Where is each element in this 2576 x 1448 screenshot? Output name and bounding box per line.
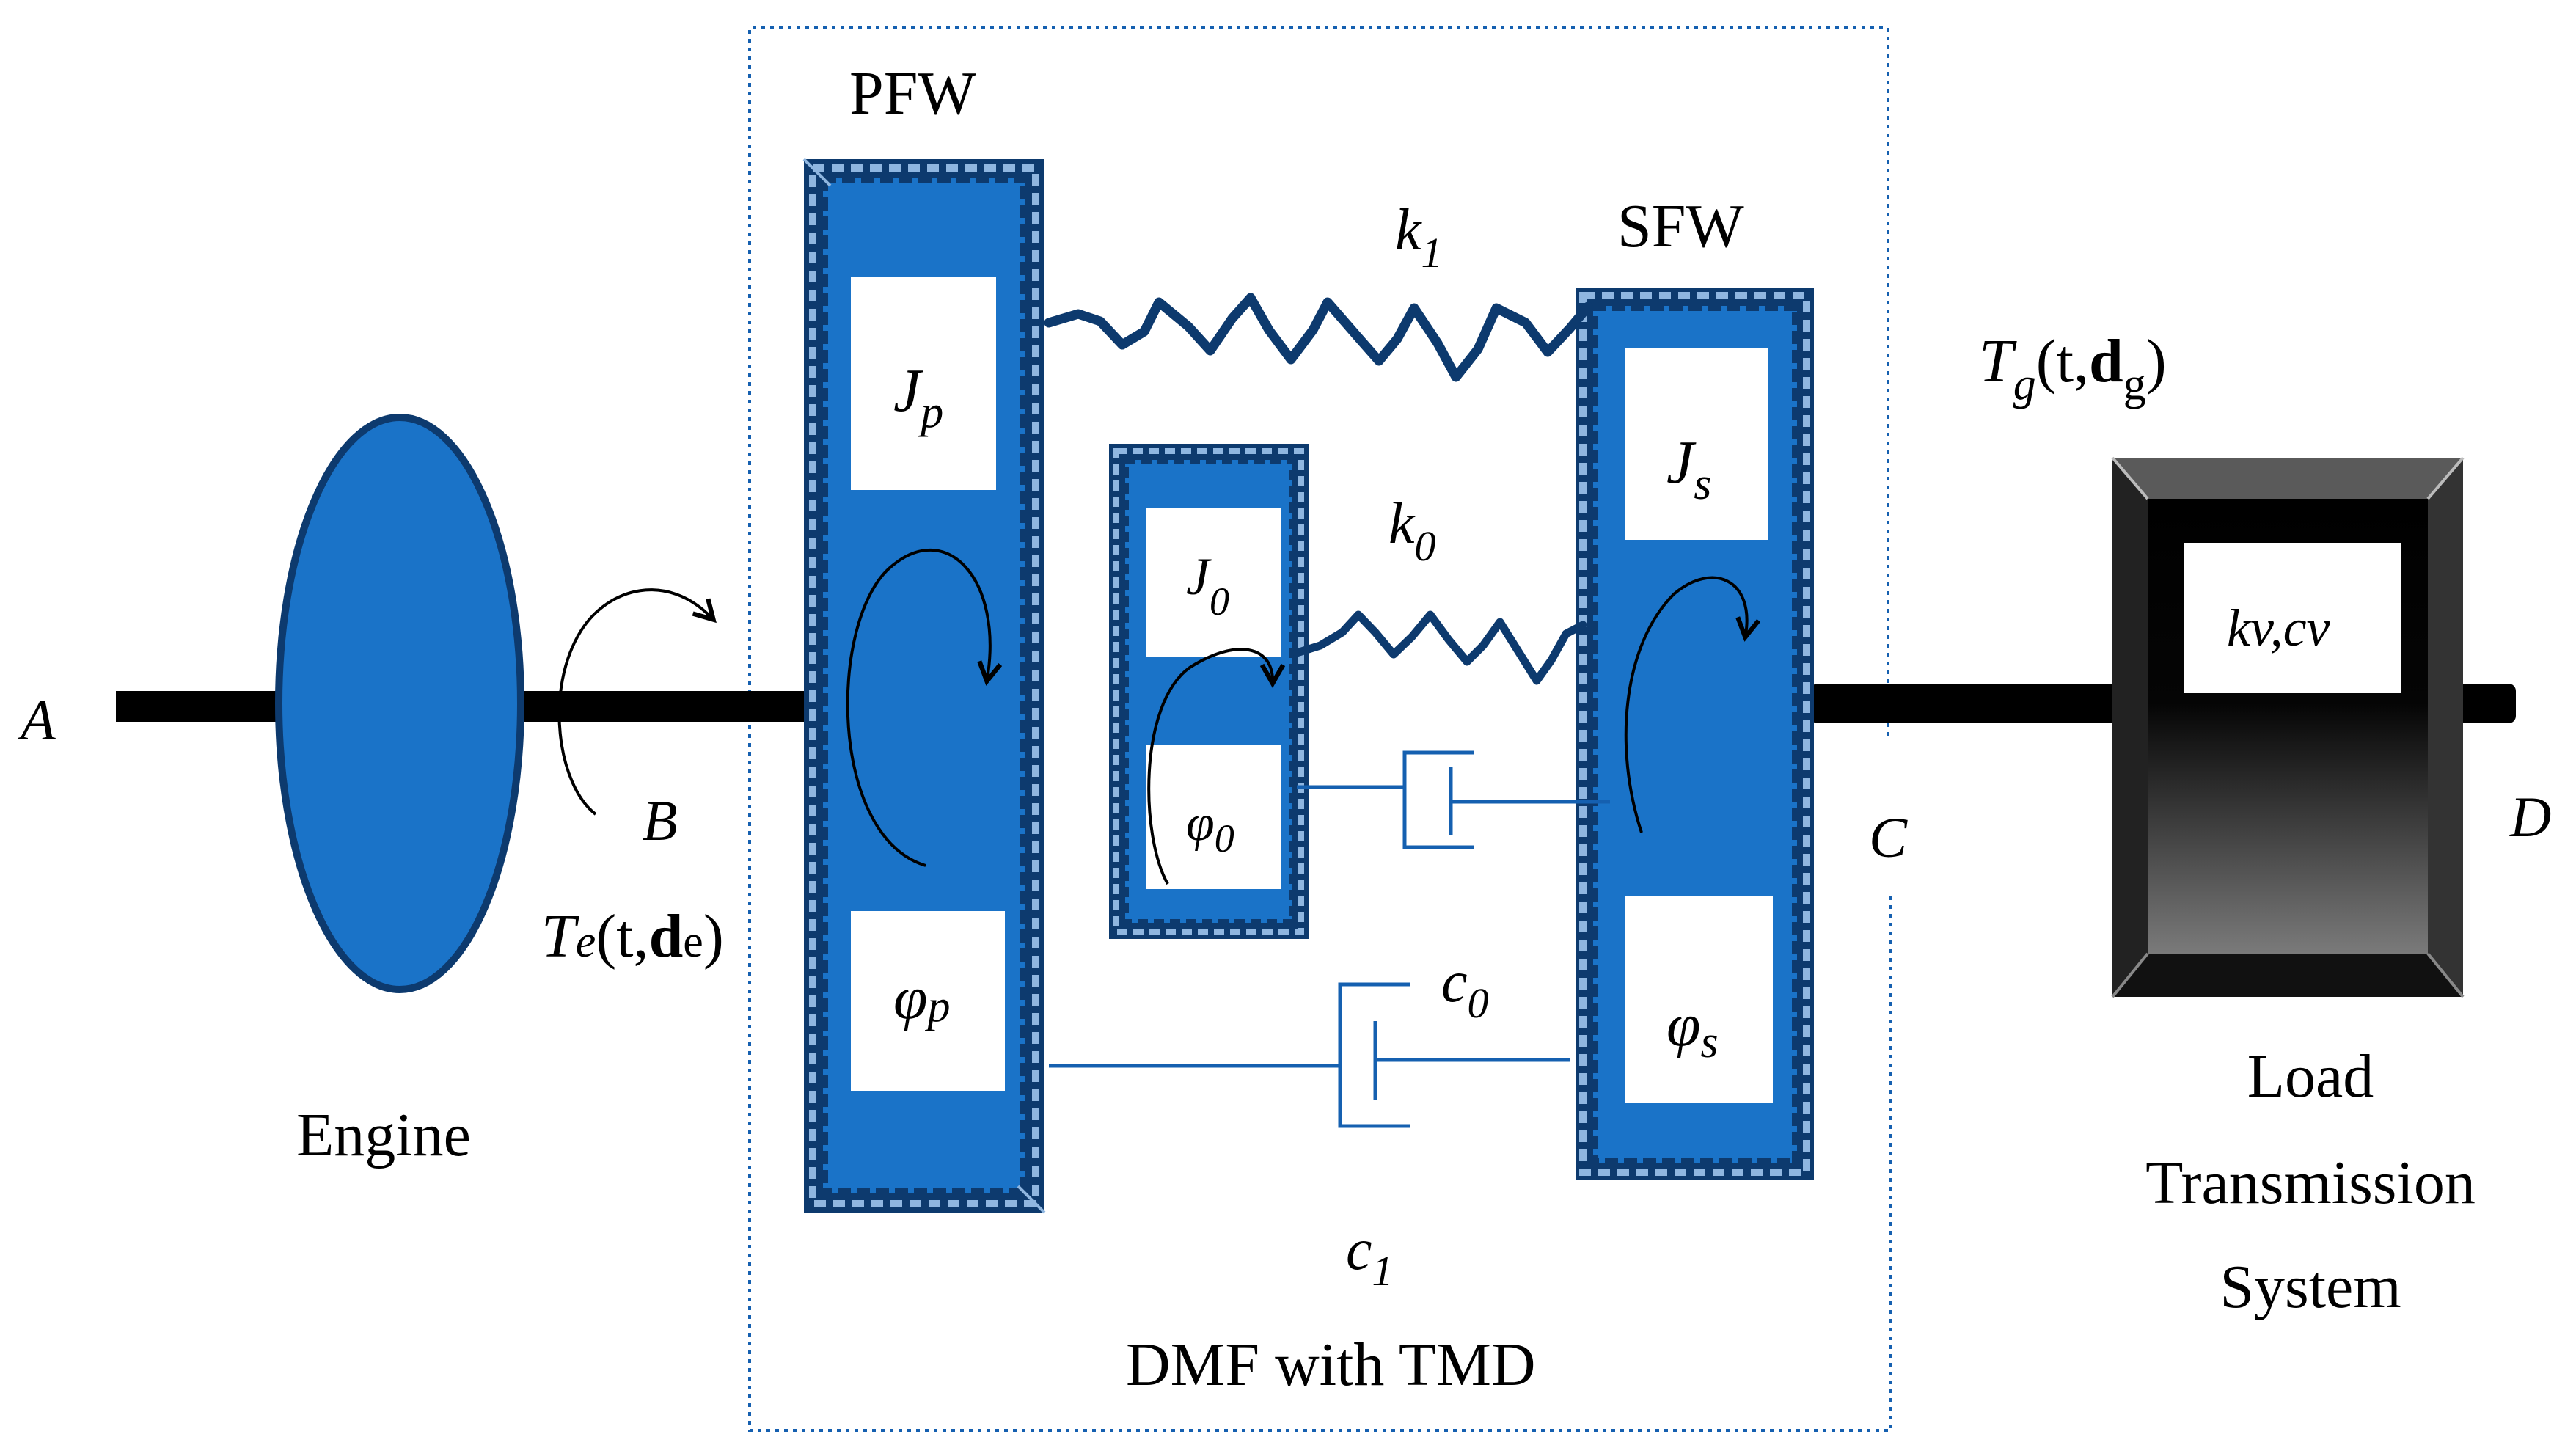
sfw-rotation-arrow <box>1624 576 1761 833</box>
tmd-inertia-label: J0 <box>1186 547 1229 624</box>
spring-k1 <box>1044 293 1593 382</box>
gearbox-label-box <box>2184 543 2401 693</box>
load-label-line2: Transmission <box>2145 1149 2476 1217</box>
tmd-rotation-arrow <box>1147 648 1286 885</box>
pfw-inertia-label: Jp <box>893 356 943 437</box>
engine-body <box>275 414 524 993</box>
pfw-angle-label: φp <box>893 964 950 1032</box>
point-c-label: C <box>1869 805 1908 869</box>
load-label-line3: System <box>2220 1253 2401 1321</box>
point-d-label: D <box>2509 785 2551 849</box>
sfw-inertia-box <box>1625 348 1768 540</box>
damper-c0-label: c0 <box>1441 950 1489 1027</box>
load-label-line1: Load <box>2247 1042 2374 1111</box>
pfw-inertia-box <box>851 277 996 490</box>
dmf-boundary <box>748 26 1892 1432</box>
damper-tmd <box>1297 750 1610 849</box>
sfw-label: SFW <box>1617 192 1744 260</box>
spring-k0-label: k0 <box>1388 491 1436 570</box>
pfw-flywheel <box>802 158 1046 1214</box>
load-transmission-box <box>2111 456 2465 998</box>
tmd-block <box>1109 444 1309 939</box>
tmd-angle-box <box>1146 745 1281 889</box>
damper-c1-label: c1 <box>1346 1218 1394 1295</box>
tmd-inertia-box <box>1146 508 1281 657</box>
point-b-label: B <box>643 789 678 852</box>
engine-label: Engine <box>296 1101 471 1169</box>
engine-torque-arrow <box>557 588 717 816</box>
spring-k0 <box>1292 610 1587 685</box>
gearbox-param-label: kv,cv <box>2227 599 2330 657</box>
pfw-label: PFW <box>849 59 976 128</box>
sfw-flywheel <box>1576 288 1814 1180</box>
sfw-angle-label: φs <box>1666 991 1719 1067</box>
load-torque-label: Tg(t,dg) <box>1979 327 2167 409</box>
sfw-angle-box <box>1625 896 1773 1103</box>
sfw-inertia-label: Js <box>1666 428 1711 509</box>
tmd-angle-label: φ0 <box>1186 795 1234 860</box>
spring-k1-label: k1 <box>1395 198 1443 277</box>
pfw-rotation-arrow <box>846 549 1003 867</box>
point-a-label: A <box>17 688 56 752</box>
dmf-label: DMF with TMD <box>1126 1331 1536 1399</box>
damper-c0 <box>1049 982 1570 1128</box>
engine-torque-label: Te(t,de) <box>541 902 724 970</box>
pfw-angle-box <box>851 911 1005 1091</box>
